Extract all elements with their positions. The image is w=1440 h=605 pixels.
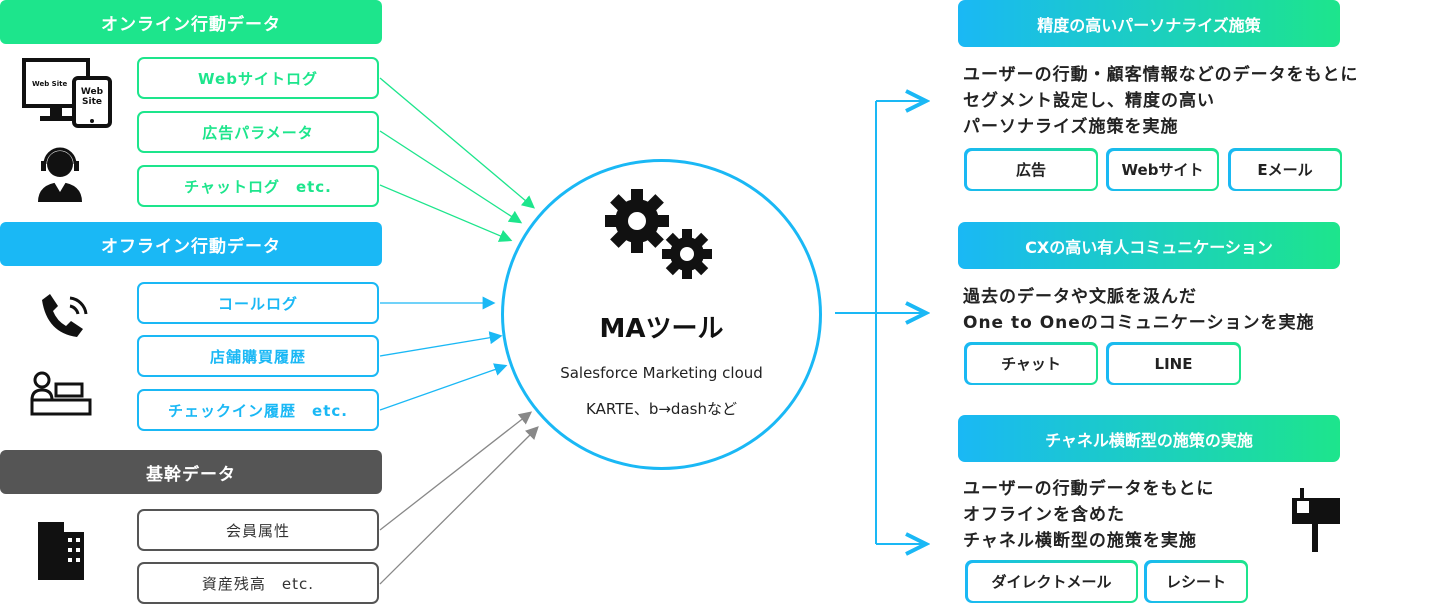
description-line: パーソナライズ施策を実施 [963, 117, 1179, 137]
channel-tag-email: Eメール [1228, 148, 1342, 191]
online-item: チャットログ etc. [137, 165, 379, 207]
core-item: 資産残高 etc. [137, 562, 379, 604]
cx-header: CXの高い有人コミュニケーション [958, 222, 1340, 269]
channel-tag-chat: チャット [964, 342, 1098, 385]
offline-data-header: オフライン行動データ [0, 222, 382, 266]
description-line: One to Oneのコミュニケーションを実施 [963, 313, 1315, 333]
tag-label: LINE [1108, 344, 1239, 383]
ma-tool-title: MAツール [599, 314, 724, 344]
tag-label: レシート [1146, 562, 1246, 601]
website-icon-label-mobile: Web Site [80, 87, 104, 107]
cross-channel-description: ユーザーの行動データをもとに オフラインを含めた チャネル横断型の施策を実施 [963, 476, 1214, 554]
core-item: 会員属性 [137, 509, 379, 551]
online-item: Webサイトログ [137, 57, 379, 99]
description-line: セグメント設定し、精度の高い [963, 91, 1215, 111]
online-item: 広告パラメータ [137, 111, 379, 153]
cross-channel-header: チャネル横断型の施策の実施 [958, 415, 1340, 462]
ma-tool-examples-2: KARTE、b→dashなど [586, 400, 737, 418]
ma-tool-examples-1: Salesforce Marketing cloud [560, 364, 763, 382]
website-devices-icon: Web Site [22, 58, 112, 132]
ma-tool-circle [501, 159, 822, 470]
online-data-header: オンライン行動データ [0, 0, 382, 44]
description-line: 過去のデータや文脈を汲んだ [963, 287, 1197, 307]
personalize-description: ユーザーの行動・顧客情報などのデータをもとに セグメント設定し、精度の高い パー… [963, 62, 1358, 140]
mailbox-icon [1290, 486, 1342, 558]
offline-item: コールログ [137, 282, 379, 324]
offline-item: チェックイン履歴 etc. [137, 389, 379, 431]
core-data-header: 基幹データ [0, 450, 382, 494]
description-line: ユーザーの行動データをもとに [963, 479, 1215, 499]
description-line: ユーザーの行動・顧客情報などのデータをもとに [963, 65, 1359, 85]
operator-headset-icon [36, 144, 84, 206]
website-icon-label: Web Site [32, 80, 67, 88]
gears-icon [602, 186, 722, 290]
building-icon [38, 518, 86, 584]
tag-label: ダイレクトメール [967, 562, 1136, 601]
channel-tag-line: LINE [1106, 342, 1241, 385]
cx-description: 過去のデータや文脈を汲んだ One to Oneのコミュニケーションを実施 [963, 284, 1314, 336]
channel-tag-ad: 広告 [964, 148, 1098, 191]
channel-tag-website: Webサイト [1106, 148, 1219, 191]
tag-label: 広告 [966, 150, 1096, 189]
offline-item: 店舗購買履歴 [137, 335, 379, 377]
channel-tag-direct-mail: ダイレクトメール [965, 560, 1138, 603]
tag-label: Webサイト [1108, 150, 1217, 189]
channel-tag-receipt: レシート [1144, 560, 1248, 603]
description-line: チャネル横断型の施策を実施 [963, 531, 1197, 551]
register-icon [30, 370, 92, 422]
tag-label: Eメール [1230, 150, 1340, 189]
tag-label: チャット [966, 344, 1096, 383]
phone-icon [36, 292, 92, 348]
personalize-header: 精度の高いパーソナライズ施策 [958, 0, 1340, 47]
description-line: オフラインを含めた [963, 505, 1125, 525]
